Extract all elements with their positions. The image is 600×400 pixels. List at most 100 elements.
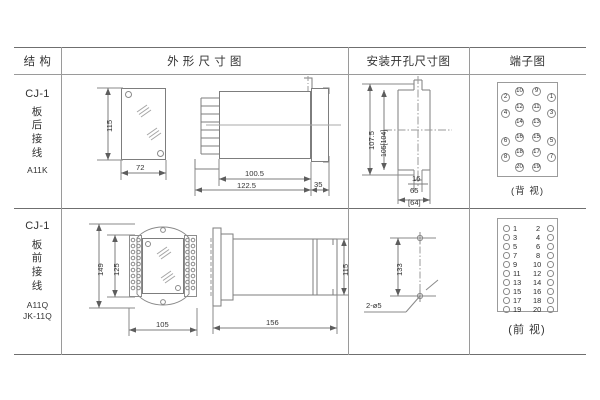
terminal-label-18: 18 [533, 296, 542, 305]
terminal-pin-20[interactable]: 20 [515, 163, 524, 172]
front-view-annotations-row1 [97, 87, 167, 180]
terminal-label-10: 10 [533, 260, 542, 269]
structure-char-row1-3: 线 [31, 147, 44, 160]
terminal-pin-2[interactable]: 2 [501, 93, 510, 102]
header-structure: 结 构 [23, 55, 52, 68]
terminal-strip-left-row2 [129, 235, 142, 297]
terminal-hole-9[interactable] [503, 261, 510, 268]
terminal-label-14: 14 [533, 278, 542, 287]
terminal-pin-14[interactable]: 14 [515, 118, 524, 127]
structure-char-row2-3: 线 [31, 280, 44, 293]
dim-side-front-depth-row1: 35 [314, 180, 323, 189]
terminal-pin-15[interactable]: 15 [532, 133, 541, 142]
terminal-hole-15[interactable] [503, 288, 510, 295]
mounting-hole-top-row1 [125, 91, 132, 98]
mounting-hole-bottom-row2 [175, 285, 181, 291]
terminal-hole-19[interactable] [503, 306, 510, 313]
terminal-panel-row2: 1 3 5 7 9 11 13 15 17 19 2 4 6 [497, 218, 558, 314]
outline-drawing-row1: 115 72 [61, 74, 348, 208]
structure-char-row1-2: 接 [31, 133, 44, 146]
structure-code-row2-1: JK-11Q [23, 311, 52, 322]
terminal-label-15: 15 [513, 287, 522, 296]
terminal-hole-5[interactable] [503, 243, 510, 250]
terminal-hole-11[interactable] [503, 270, 510, 277]
mounting-hole-top-row2 [145, 241, 151, 247]
terminal-hole-16[interactable] [547, 288, 554, 295]
terminal-hole-8[interactable] [547, 252, 554, 259]
terminal-pin-7[interactable]: 7 [547, 153, 556, 162]
terminal-caption-row1: (背 视) [511, 186, 544, 197]
terminal-pin-13[interactable]: 13 [532, 118, 541, 127]
terminal-label-7: 7 [513, 251, 518, 260]
terminal-hole-7[interactable] [503, 252, 510, 259]
terminal-drawing-row2: 1 3 5 7 9 11 13 15 17 19 2 4 6 [469, 208, 586, 354]
dim-mount-width-row1: 65 [410, 186, 419, 195]
terminal-hole-13[interactable] [503, 279, 510, 286]
outline-drawing-row2: 149 125 105 [61, 208, 350, 354]
dim-mount-slot-width-row1: 16 [412, 174, 421, 183]
terminal-pin-11[interactable]: 11 [532, 103, 541, 112]
terminal-hole-1[interactable] [503, 225, 510, 232]
terminal-pin-17[interactable]: 17 [532, 148, 541, 157]
terminal-panel-row1: 2 4 6 8 1 3 5 7 10 12 14 16 18 20 9 11 1… [497, 82, 558, 177]
side-view-annotations-row1 [194, 76, 341, 196]
dim-side-body-depth-row1: 100.5 [245, 169, 265, 178]
terminal-pin-18[interactable]: 18 [515, 148, 524, 157]
terminal-pin-19[interactable]: 19 [532, 163, 541, 172]
terminal-pin-10[interactable]: 10 [515, 87, 524, 96]
terminal-label-5: 5 [513, 242, 518, 251]
terminal-hole-17[interactable] [503, 297, 510, 304]
mounting-drawing-row1: 107.5 105[104] 16 65 [64] [348, 74, 469, 208]
header-terminal: 端子图 [509, 55, 546, 68]
terminal-pin-5[interactable]: 5 [547, 137, 556, 146]
terminal-hole-4[interactable] [547, 234, 554, 241]
front-view-body-row2 [142, 238, 184, 294]
terminal-drawing-row1: 2 4 6 8 1 3 5 7 10 12 14 16 18 20 9 11 1… [469, 74, 586, 208]
terminal-hole-20[interactable] [547, 306, 554, 313]
front-view-annotations-row2 [89, 223, 198, 336]
terminal-pin-3[interactable]: 3 [547, 109, 556, 118]
terminal-hole-6[interactable] [547, 243, 554, 250]
terminal-hole-14[interactable] [547, 279, 554, 286]
terminal-label-1: 1 [513, 224, 518, 233]
terminal-pin-16[interactable]: 16 [515, 133, 524, 142]
mounting-annotations-row1 [362, 76, 452, 204]
terminal-screw-dots-row2 [130, 237, 196, 291]
terminal-label-8: 8 [536, 251, 541, 260]
terminal-hole-3[interactable] [503, 234, 510, 241]
terminal-hole-2[interactable] [547, 225, 554, 232]
terminal-hole-12[interactable] [547, 270, 554, 277]
terminal-pin-1[interactable]: 1 [547, 93, 556, 102]
column-divider-1 [61, 47, 62, 355]
terminal-pin-8[interactable]: 8 [501, 153, 510, 162]
dim-mount-height-row1: 107.5 [367, 130, 376, 150]
terminal-strip-right-row2 [184, 235, 197, 297]
structure-label-row2: CJ-1 板 前 接 线 A11Q JK-11Q [14, 219, 61, 322]
terminal-label-16: 16 [533, 287, 542, 296]
terminal-hole-18[interactable] [547, 297, 554, 304]
mounting-hole-bottom-row1 [157, 150, 164, 157]
terminal-label-4: 4 [536, 233, 541, 242]
terminal-label-9: 9 [513, 260, 518, 269]
table-top-border [14, 47, 586, 49]
header-mounting: 安装开孔尺寸图 [366, 55, 451, 68]
terminal-caption-row2: (前 视) [508, 324, 546, 336]
terminal-label-19: 19 [513, 305, 522, 314]
header-outline: 外 形 尺 寸 图 [167, 55, 242, 68]
row-divider [14, 208, 586, 210]
structure-char-row2-2: 接 [31, 266, 44, 279]
terminal-label-11: 11 [513, 269, 521, 278]
structure-char-row1-1: 后 [31, 119, 44, 132]
terminal-pin-9[interactable]: 9 [532, 87, 541, 96]
structure-char-row1-0: 板 [31, 105, 44, 118]
table-bottom-border [14, 354, 586, 356]
terminal-hole-10[interactable] [547, 261, 554, 268]
terminal-label-17: 17 [513, 296, 522, 305]
column-divider-3 [469, 47, 470, 355]
dim-mount-center-distance-row2: 133 [395, 263, 404, 276]
terminal-pin-6[interactable]: 6 [501, 137, 510, 146]
terminal-pin-12[interactable]: 12 [515, 103, 524, 112]
structure-code-row1-0: A11K [27, 164, 48, 175]
header-divider [14, 74, 586, 75]
terminal-pin-4[interactable]: 4 [501, 109, 510, 118]
